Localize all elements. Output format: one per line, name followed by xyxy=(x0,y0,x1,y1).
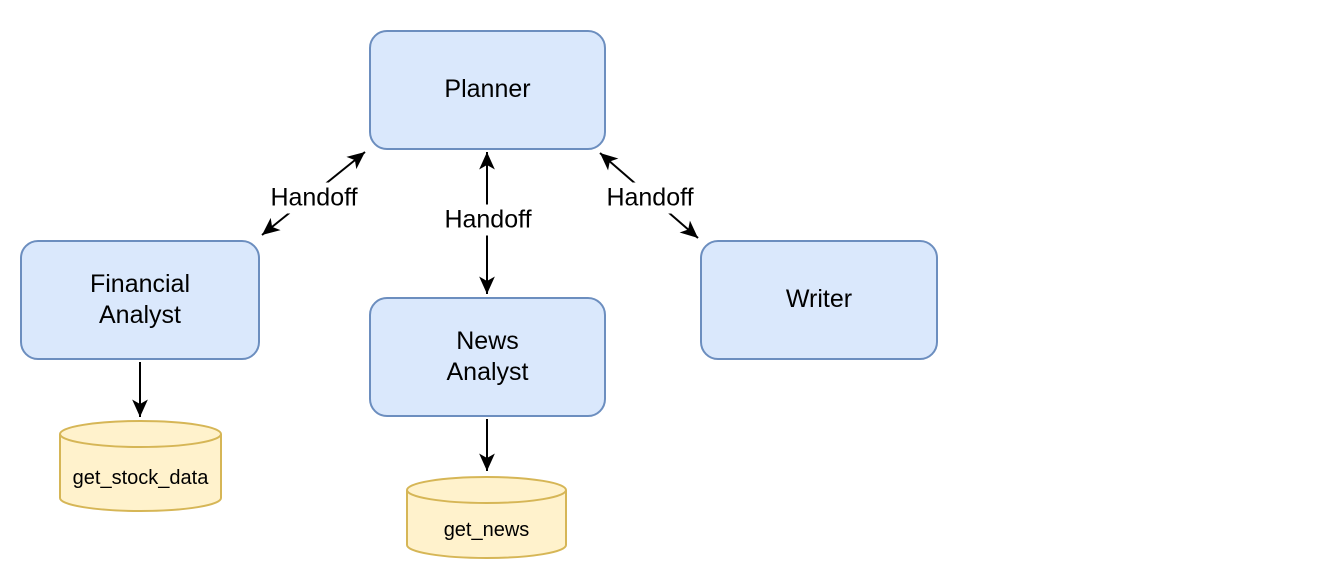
cylinder-shape xyxy=(59,420,222,512)
node-news-analyst: News Analyst xyxy=(369,297,606,417)
node-planner-label: Planner xyxy=(444,75,531,104)
cylinder-body xyxy=(406,490,567,559)
tool-get-news-label: get_news xyxy=(443,519,530,541)
edge-label-handoff-news: Handoff xyxy=(440,204,536,236)
tool-get-stock-data-label: get_stock_data xyxy=(72,467,209,489)
node-financial-analyst-label: Financial Analyst xyxy=(89,269,191,329)
node-financial-analyst: Financial Analyst xyxy=(20,240,260,360)
node-news-analyst-label: News Analyst xyxy=(446,326,529,386)
node-writer-label: Writer xyxy=(785,285,853,314)
tool-get-stock-data: get_stock_data xyxy=(58,420,223,513)
cylinder-top xyxy=(59,420,222,448)
cylinder-top xyxy=(406,476,567,504)
edge-label-handoff-writer: Handoff xyxy=(602,182,698,214)
node-planner: Planner xyxy=(369,30,606,150)
node-writer: Writer xyxy=(700,240,938,360)
cylinder-shape xyxy=(406,476,567,559)
tool-get-news: get_news xyxy=(405,476,568,560)
cylinder-body xyxy=(59,434,222,512)
edge-label-handoff-financial: Handoff xyxy=(266,182,362,214)
